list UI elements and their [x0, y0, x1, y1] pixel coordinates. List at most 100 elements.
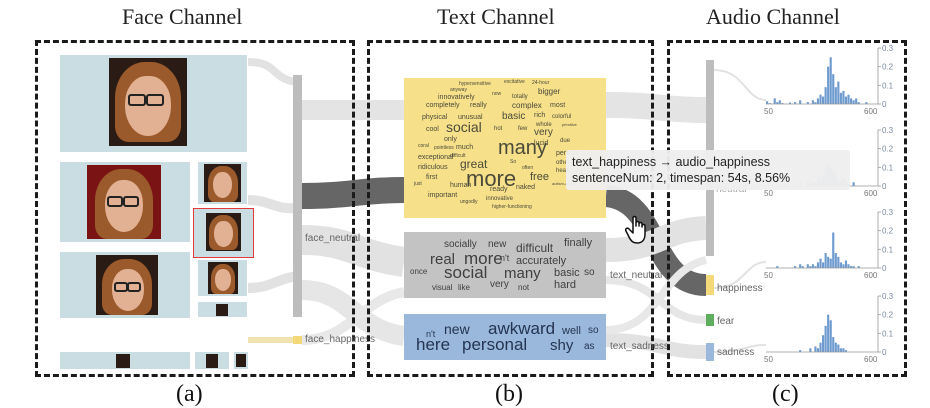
cloud-word: exceptional [418, 154, 454, 161]
histogram-bar [809, 266, 812, 268]
histogram-bar [778, 100, 781, 104]
face-image [208, 262, 238, 294]
histogram-bar [832, 232, 835, 268]
cloud-word: completely [426, 102, 460, 109]
flow-text-audio-neutral-2 [605, 216, 707, 262]
histogram-bar [852, 266, 855, 268]
histogram-bar [839, 262, 842, 268]
histogram-y-tick-label: 0.3 [882, 126, 894, 135]
histogram-bar [811, 264, 814, 268]
cloud-word: hot [494, 126, 503, 132]
face-thumb-2[interactable] [60, 162, 190, 242]
histogram-bar [857, 266, 860, 268]
cloud-word: complex [512, 101, 542, 110]
cloud-word: well [562, 325, 581, 337]
face-channel-heading: Face Channel [122, 4, 243, 29]
face-image [96, 255, 158, 315]
cloud-word: physical [422, 114, 448, 121]
face-thumb-selected[interactable] [193, 208, 254, 258]
histogram-y-tick-label: 0.1 [882, 329, 894, 338]
cloud-word: new [488, 239, 507, 250]
cloud-word: basic [554, 267, 580, 279]
text-sadness-label: text_sadness [610, 341, 669, 352]
face-thumb-1[interactable] [60, 55, 247, 152]
histogram-bar [842, 90, 845, 104]
histogram-x-min-label: 50 [764, 189, 773, 198]
cloud-word: so [588, 325, 599, 336]
histogram-bar [816, 98, 820, 104]
cloud-word: personal [462, 335, 528, 354]
face-thumb-9[interactable] [234, 352, 248, 369]
histogram-bar [776, 102, 779, 104]
histogram-bar [829, 258, 832, 268]
cloud-word: difficult [450, 153, 466, 159]
face-happiness-label: face_happiness [305, 334, 376, 345]
cloud-word: often [522, 165, 534, 171]
face-thumb-7[interactable] [60, 352, 190, 369]
cloud-word: real [430, 251, 456, 268]
face-thumb-5[interactable] [198, 260, 247, 296]
cloud-word: unusual [458, 114, 483, 121]
histogram-bar [844, 350, 848, 352]
cloud-word: primitive [562, 122, 577, 127]
face-thumb-3[interactable] [198, 162, 247, 204]
cloud-word: accurately [516, 255, 567, 267]
histogram-bar [832, 337, 835, 352]
histogram-bar [794, 102, 797, 104]
cloud-word: first [426, 174, 438, 181]
face-image [109, 58, 187, 146]
face-thumb-8[interactable] [195, 352, 229, 369]
flow-text-audio-neutral-1 [605, 92, 707, 123]
histogram-bar [824, 325, 827, 352]
cloud-word: great [460, 157, 488, 171]
histogram-y-tick-label: 0 [882, 264, 887, 273]
histogram-x-min-label: 50 [764, 355, 773, 364]
text-channel-heading: Text Channel [437, 4, 555, 29]
sublabel-c: (c) [772, 381, 799, 407]
cloud-word: shy [550, 337, 574, 354]
cloud-word: innovatively [438, 94, 475, 101]
cloud-word: socially [444, 239, 477, 250]
histogram-bar [829, 57, 832, 104]
histogram-y-tick-label: 0.2 [882, 311, 894, 320]
cloud-word: whole [536, 122, 552, 128]
audio-happiness-bar[interactable] [706, 275, 714, 295]
cloud-word: really [470, 102, 487, 109]
cloud-word: basic [502, 111, 526, 122]
face-neutral-bar[interactable] [293, 75, 302, 317]
audio-sadness-bar[interactable] [706, 343, 714, 361]
face-thumb-6[interactable] [198, 302, 247, 317]
histogram-bar [855, 98, 858, 104]
cloud-word: ridiculous [418, 164, 448, 171]
histogram-y-tick-label: 0.3 [882, 208, 894, 217]
histogram-bar [837, 81, 840, 104]
face-thumb-4[interactable] [60, 252, 190, 318]
cloud-word: just [414, 181, 422, 187]
histogram-bar [842, 264, 845, 268]
cloud-word: few [518, 126, 528, 132]
histogram-bar [839, 348, 842, 352]
cloud-word: autism-aware [552, 181, 577, 186]
cloud-word: ready [490, 186, 508, 193]
cloud-word: not [518, 283, 530, 292]
cloud-word: totally [512, 94, 528, 100]
histogram-bar [827, 314, 830, 352]
histogram-bar [816, 262, 820, 268]
histogram-bar [822, 335, 825, 352]
cloud-word: excitative [504, 79, 525, 85]
audio-fear-bar[interactable] [706, 314, 714, 326]
cloud-word: important [428, 192, 458, 199]
histogram-bar [816, 348, 820, 352]
cloud-word: more [466, 166, 517, 191]
histogram-y-tick-label: 0.3 [882, 44, 894, 53]
cloud-word: social [444, 263, 488, 282]
histogram-bar [837, 344, 840, 352]
face-happiness-bar[interactable] [293, 336, 302, 344]
cloud-word: n't [500, 253, 510, 263]
histogram-bar [865, 102, 868, 104]
